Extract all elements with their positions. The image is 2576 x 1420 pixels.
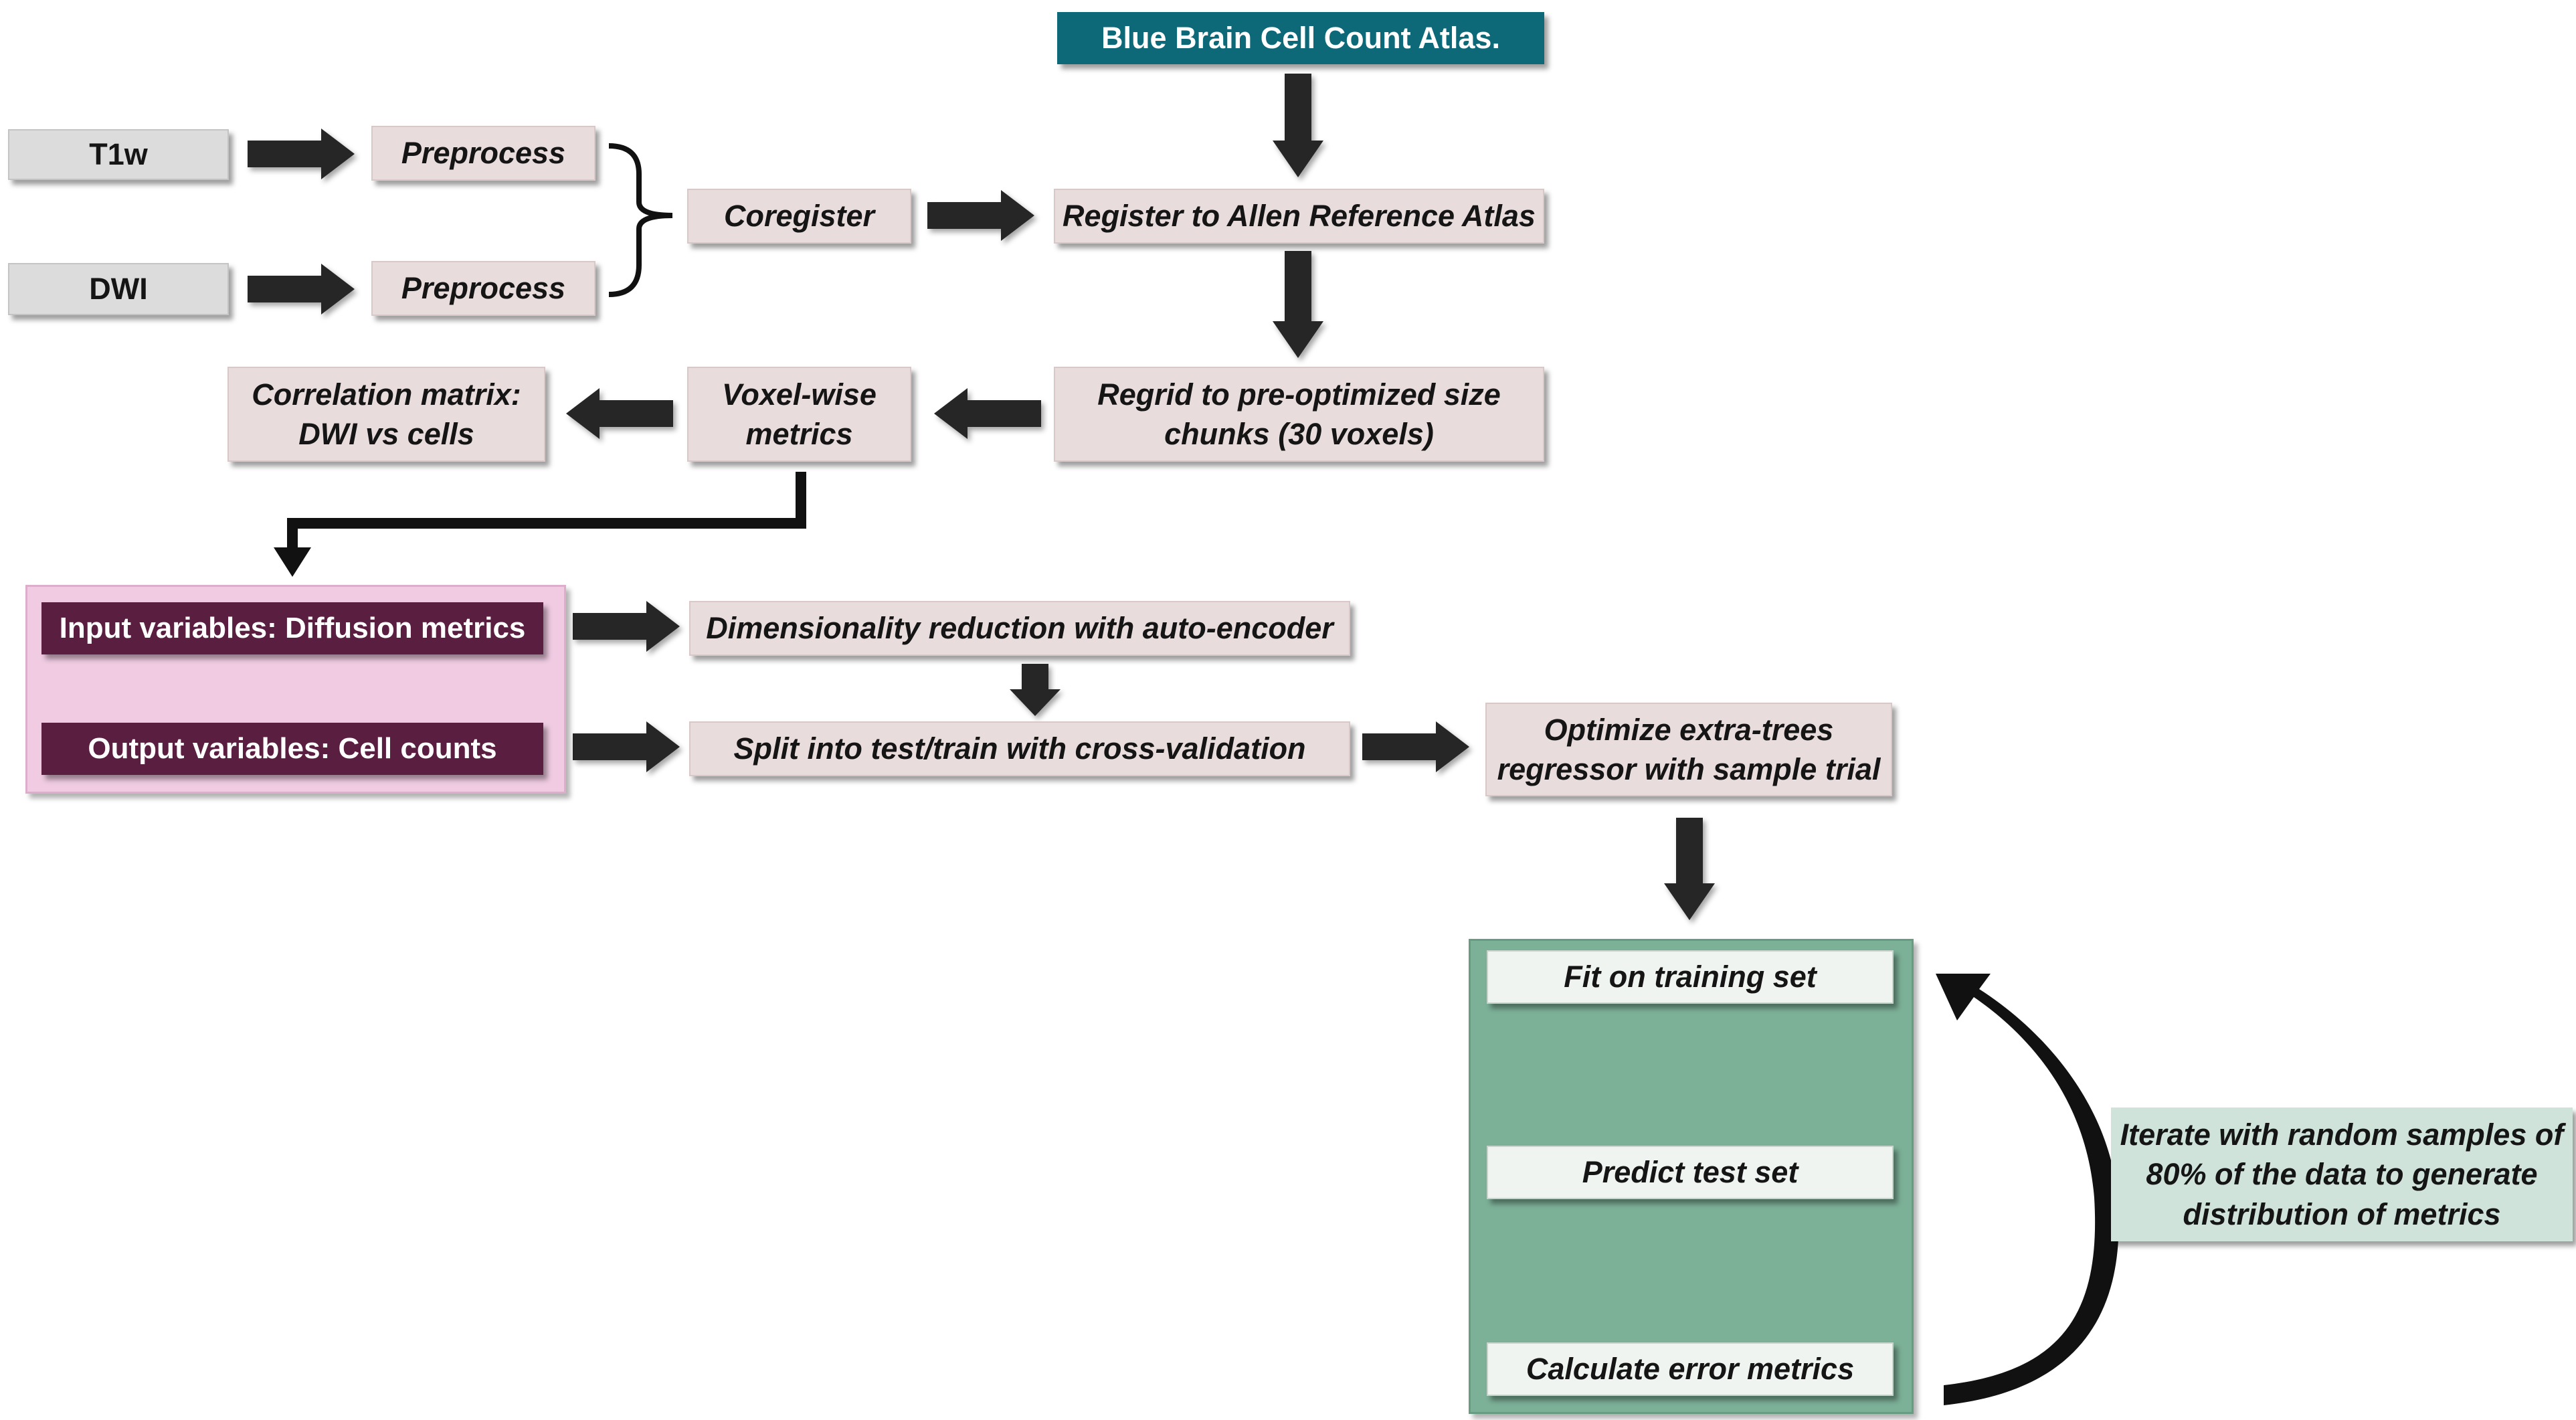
correlation-line-1: Correlation matrix: <box>252 377 521 412</box>
correlation-node: Correlation matrix: DWI vs cells <box>227 367 545 462</box>
arrow-t1w-to-preprocess <box>248 128 355 179</box>
voxelwise-line-1: Voxel-wise <box>722 377 877 412</box>
predict-test-node: Predict test set <box>1487 1146 1894 1199</box>
regrid-line-2: chunks (30 voxels) <box>1164 417 1434 451</box>
arrow-output-to-split <box>573 721 680 772</box>
elbow-arrowhead <box>274 547 311 577</box>
dimensionality-reduction-node: Dimensionality reduction with auto-encod… <box>689 601 1350 656</box>
arrow-dwi-to-preprocess <box>248 264 355 315</box>
correlation-line-2: DWI vs cells <box>298 417 474 451</box>
t1w-node: T1w <box>8 129 229 180</box>
elbow-connector <box>287 472 806 550</box>
optimize-line-2: regressor with sample trial <box>1497 752 1881 786</box>
arrow-voxelwise-to-correlation <box>566 388 673 439</box>
atlas-node: Blue Brain Cell Count Atlas. <box>1057 12 1544 64</box>
calculate-error-node: Calculate error metrics <box>1487 1342 1894 1396</box>
brace-icon <box>608 143 673 297</box>
loop-arrow-icon <box>1936 974 2119 1405</box>
regrid-line-1: Regrid to pre-optimized size <box>1097 377 1501 412</box>
preprocess-t1w-node: Preprocess <box>371 126 595 181</box>
split-node: Split into test/train with cross-validat… <box>689 721 1350 776</box>
optimize-node: Optimize extra-trees regressor with samp… <box>1485 703 1892 796</box>
arrow-register-to-regrid <box>1273 251 1323 358</box>
regrid-node: Regrid to pre-optimized size chunks (30 … <box>1054 367 1544 462</box>
arrow-dim-to-split <box>1010 664 1061 716</box>
arrow-input-to-dimreduction <box>573 601 680 652</box>
output-variables-node: Output variables: Cell counts <box>41 723 543 775</box>
iterate-line-2: 80% of the data to generate <box>2146 1157 2538 1192</box>
iterate-line-3: distribution of metrics <box>2183 1196 2501 1231</box>
arrow-optimize-to-green <box>1664 818 1715 920</box>
arrow-coregister-to-register <box>927 190 1034 241</box>
iterate-note: Iterate with random samples of 80% of th… <box>2111 1107 2573 1241</box>
iterate-line-1: Iterate with random samples of <box>2120 1117 2564 1152</box>
coregister-node: Coregister <box>687 189 911 244</box>
arrow-split-to-optimize <box>1362 721 1469 772</box>
preprocess-dwi-node: Preprocess <box>371 261 595 316</box>
voxelwise-node: Voxel-wise metrics <box>687 367 911 462</box>
input-variables-node: Input variables: Diffusion metrics <box>41 602 543 654</box>
arrow-regrid-to-voxelwise <box>934 388 1041 439</box>
voxelwise-line-2: metrics <box>745 417 853 451</box>
optimize-line-1: Optimize extra-trees <box>1544 712 1834 747</box>
arrow-atlas-to-register <box>1273 74 1323 177</box>
dwi-node: DWI <box>8 263 229 315</box>
register-node: Register to Allen Reference Atlas <box>1054 189 1544 244</box>
fit-training-node: Fit on training set <box>1487 950 1894 1004</box>
